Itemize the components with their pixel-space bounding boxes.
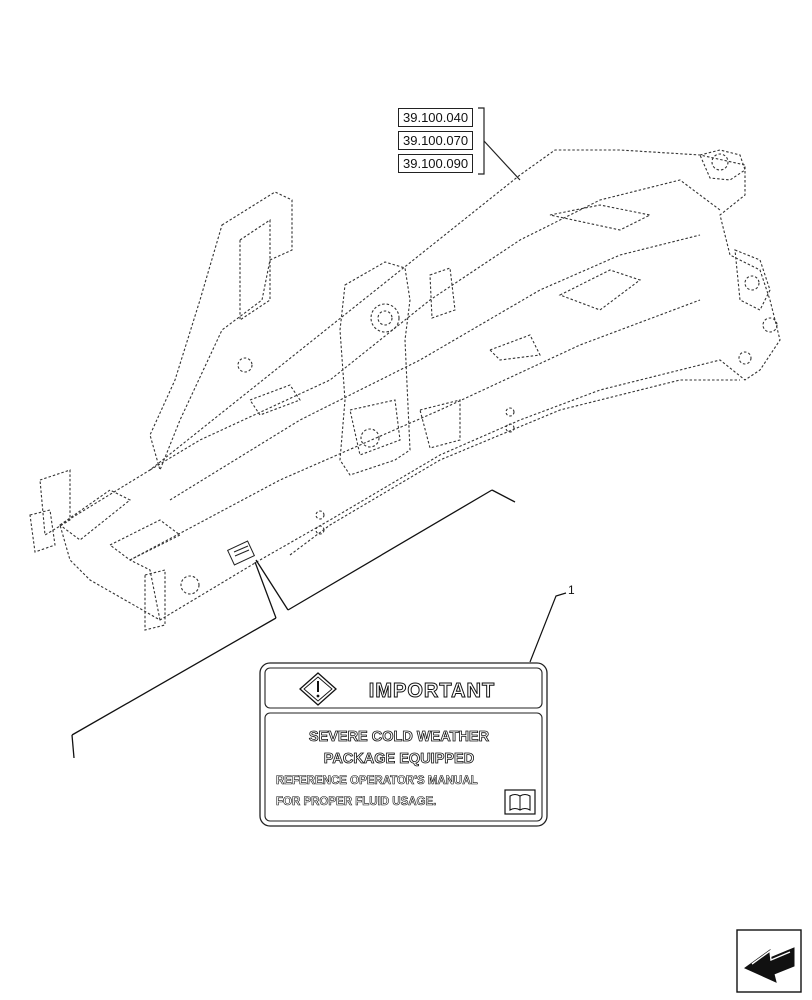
callout-leader-line [529, 592, 567, 663]
arrow-icon[interactable] [736, 929, 802, 993]
machine-frame [29, 149, 781, 631]
reference-39-100-090[interactable]: 39.100.090 [398, 154, 474, 173]
decal-line-3: REFERENCE OPERATOR'S MANUAL [276, 775, 478, 787]
callout-number[interactable]: 1 [568, 583, 575, 597]
open-book-icon [504, 789, 536, 815]
decal-leader-lines [71, 489, 516, 759]
decal-important[interactable]: IMPORTANT SEVERE COLD WEATHER PACKAGE EQ… [259, 662, 548, 827]
decal-line-1: SEVERE COLD WEATHER [309, 729, 490, 745]
decal-location-marker [226, 540, 256, 566]
decal-header: IMPORTANT [369, 680, 495, 702]
reference-39-100-040[interactable]: 39.100.040 [398, 108, 474, 127]
reference-bracket [478, 107, 485, 175]
reference-leader-line [483, 140, 521, 181]
decal-line-4: FOR PROPER FLUID USAGE. [276, 796, 436, 808]
reference-39-100-070[interactable]: 39.100.070 [398, 131, 474, 150]
diamond-exclamation-icon [299, 672, 337, 706]
decal-line-2: PACKAGE EQUIPPED [324, 751, 474, 767]
